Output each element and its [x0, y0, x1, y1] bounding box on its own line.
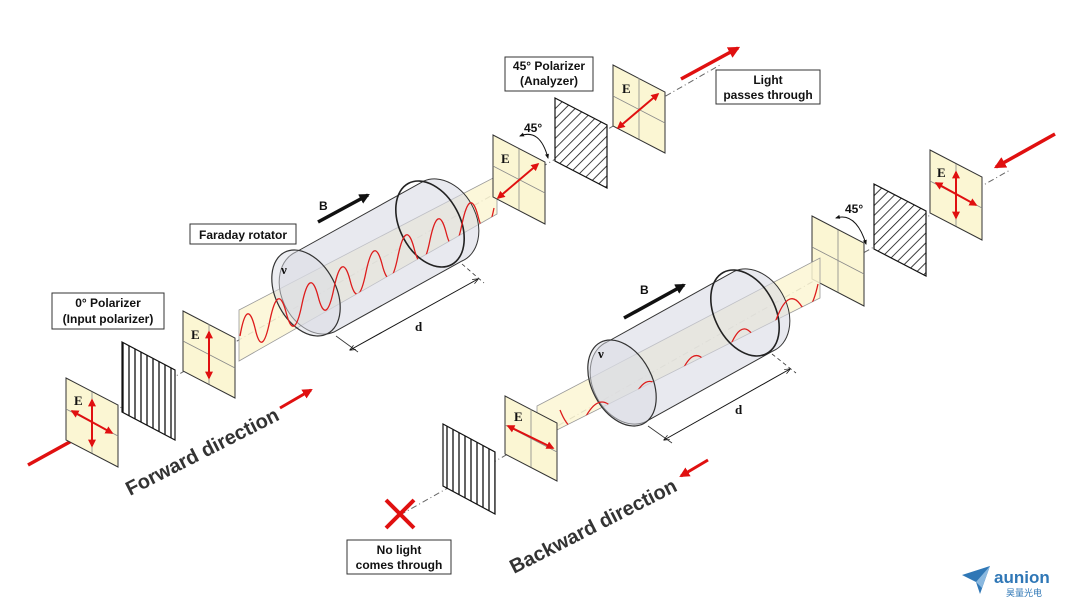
- light-passes-label: Light passes through: [715, 69, 821, 105]
- backward-input-field-panel: E: [929, 149, 983, 241]
- forward-length-symbol: d: [415, 319, 423, 334]
- forward-magnetic-field-arrow: [317, 193, 370, 224]
- backward-length-symbol: d: [735, 402, 743, 417]
- forward-rotated-field-panel: E: [492, 134, 546, 225]
- input-polarizer: [121, 341, 176, 441]
- backward-magnetic-symbol: B: [640, 283, 649, 297]
- forward-length-dimension: [350, 279, 478, 350]
- svg-text:0° Polarizer: 0° Polarizer: [75, 296, 141, 310]
- forward-input-field-panel: E: [65, 377, 119, 468]
- forward-rotation-angle: 45°: [524, 121, 542, 135]
- svg-text:comes through: comes through: [356, 558, 443, 572]
- svg-text:(Input polarizer): (Input polarizer): [63, 312, 154, 326]
- svg-text:passes through: passes through: [723, 88, 812, 102]
- svg-text:(Analyzer): (Analyzer): [520, 74, 578, 88]
- blocked-light-icon: [384, 498, 416, 530]
- no-light-label: No light comes through: [346, 539, 452, 575]
- forward-input-field-symbol: E: [74, 393, 83, 408]
- brand-subtitle: 昊量光电: [1006, 587, 1042, 599]
- backward-analyzed-field-panel: [811, 215, 865, 307]
- forward-rotation-arc: [519, 132, 549, 159]
- backward-input-polarizer: [442, 422, 496, 516]
- backward-direction-arrow: [679, 458, 709, 478]
- backward-wave: [559, 283, 819, 429]
- backward-faraday-cylinder: [587, 268, 791, 427]
- backward-dimension-ext-right: [771, 353, 797, 374]
- analyzer-polarizer: [554, 97, 608, 189]
- backward-input-field-symbol: E: [937, 165, 946, 180]
- forward-rotated-field-symbol: E: [501, 151, 510, 166]
- forward-transmitted-field-panel: E: [612, 64, 666, 154]
- analyzer-label: 45° Polarizer (Analyzer): [504, 56, 594, 92]
- forward-direction-arrow: [279, 388, 313, 410]
- svg-text:No light: No light: [377, 543, 422, 557]
- forward-polarized-field-panel: E: [182, 310, 236, 399]
- backward-magnetic-field-arrow: [623, 283, 686, 320]
- faraday-rotator-label: Faraday rotator: [189, 223, 297, 245]
- backward-analyzer-polarizer: [873, 183, 927, 277]
- forward-transmitted-field-symbol: E: [622, 81, 631, 96]
- backward-dimension-ext-left: [647, 425, 673, 444]
- backward-verdet-symbol: ν: [597, 346, 604, 361]
- forward-verdet-symbol: ν: [280, 262, 287, 277]
- forward-dimension-ext-right: [461, 263, 485, 284]
- backward-output-field-panel: E: [504, 395, 558, 482]
- backward-output-field-symbol: E: [514, 409, 523, 424]
- backward-rotation-angle: 45°: [845, 202, 863, 216]
- svg-text:Light: Light: [753, 73, 782, 87]
- brand-logo: aunion 昊量光电: [962, 566, 1050, 599]
- backward-rotation-arc: [835, 214, 867, 245]
- svg-text:45° Polarizer: 45° Polarizer: [513, 59, 586, 73]
- svg-text:Faraday rotator: Faraday rotator: [199, 228, 287, 242]
- forward-dimension-ext-left: [335, 335, 359, 353]
- input-polarizer-label: 0° Polarizer (Input polarizer): [51, 292, 165, 330]
- backward-input-beam-arrow: [993, 132, 1056, 169]
- backward-direction-label: Backward direction: [506, 475, 680, 578]
- backward-length-dimension: [664, 369, 790, 440]
- forward-output-beam-arrow: [680, 46, 741, 81]
- forward-magnetic-symbol: B: [319, 199, 328, 213]
- brand-plane-icon: [962, 566, 990, 594]
- brand-name: aunion: [994, 568, 1050, 587]
- forward-polarized-field-symbol: E: [191, 327, 200, 342]
